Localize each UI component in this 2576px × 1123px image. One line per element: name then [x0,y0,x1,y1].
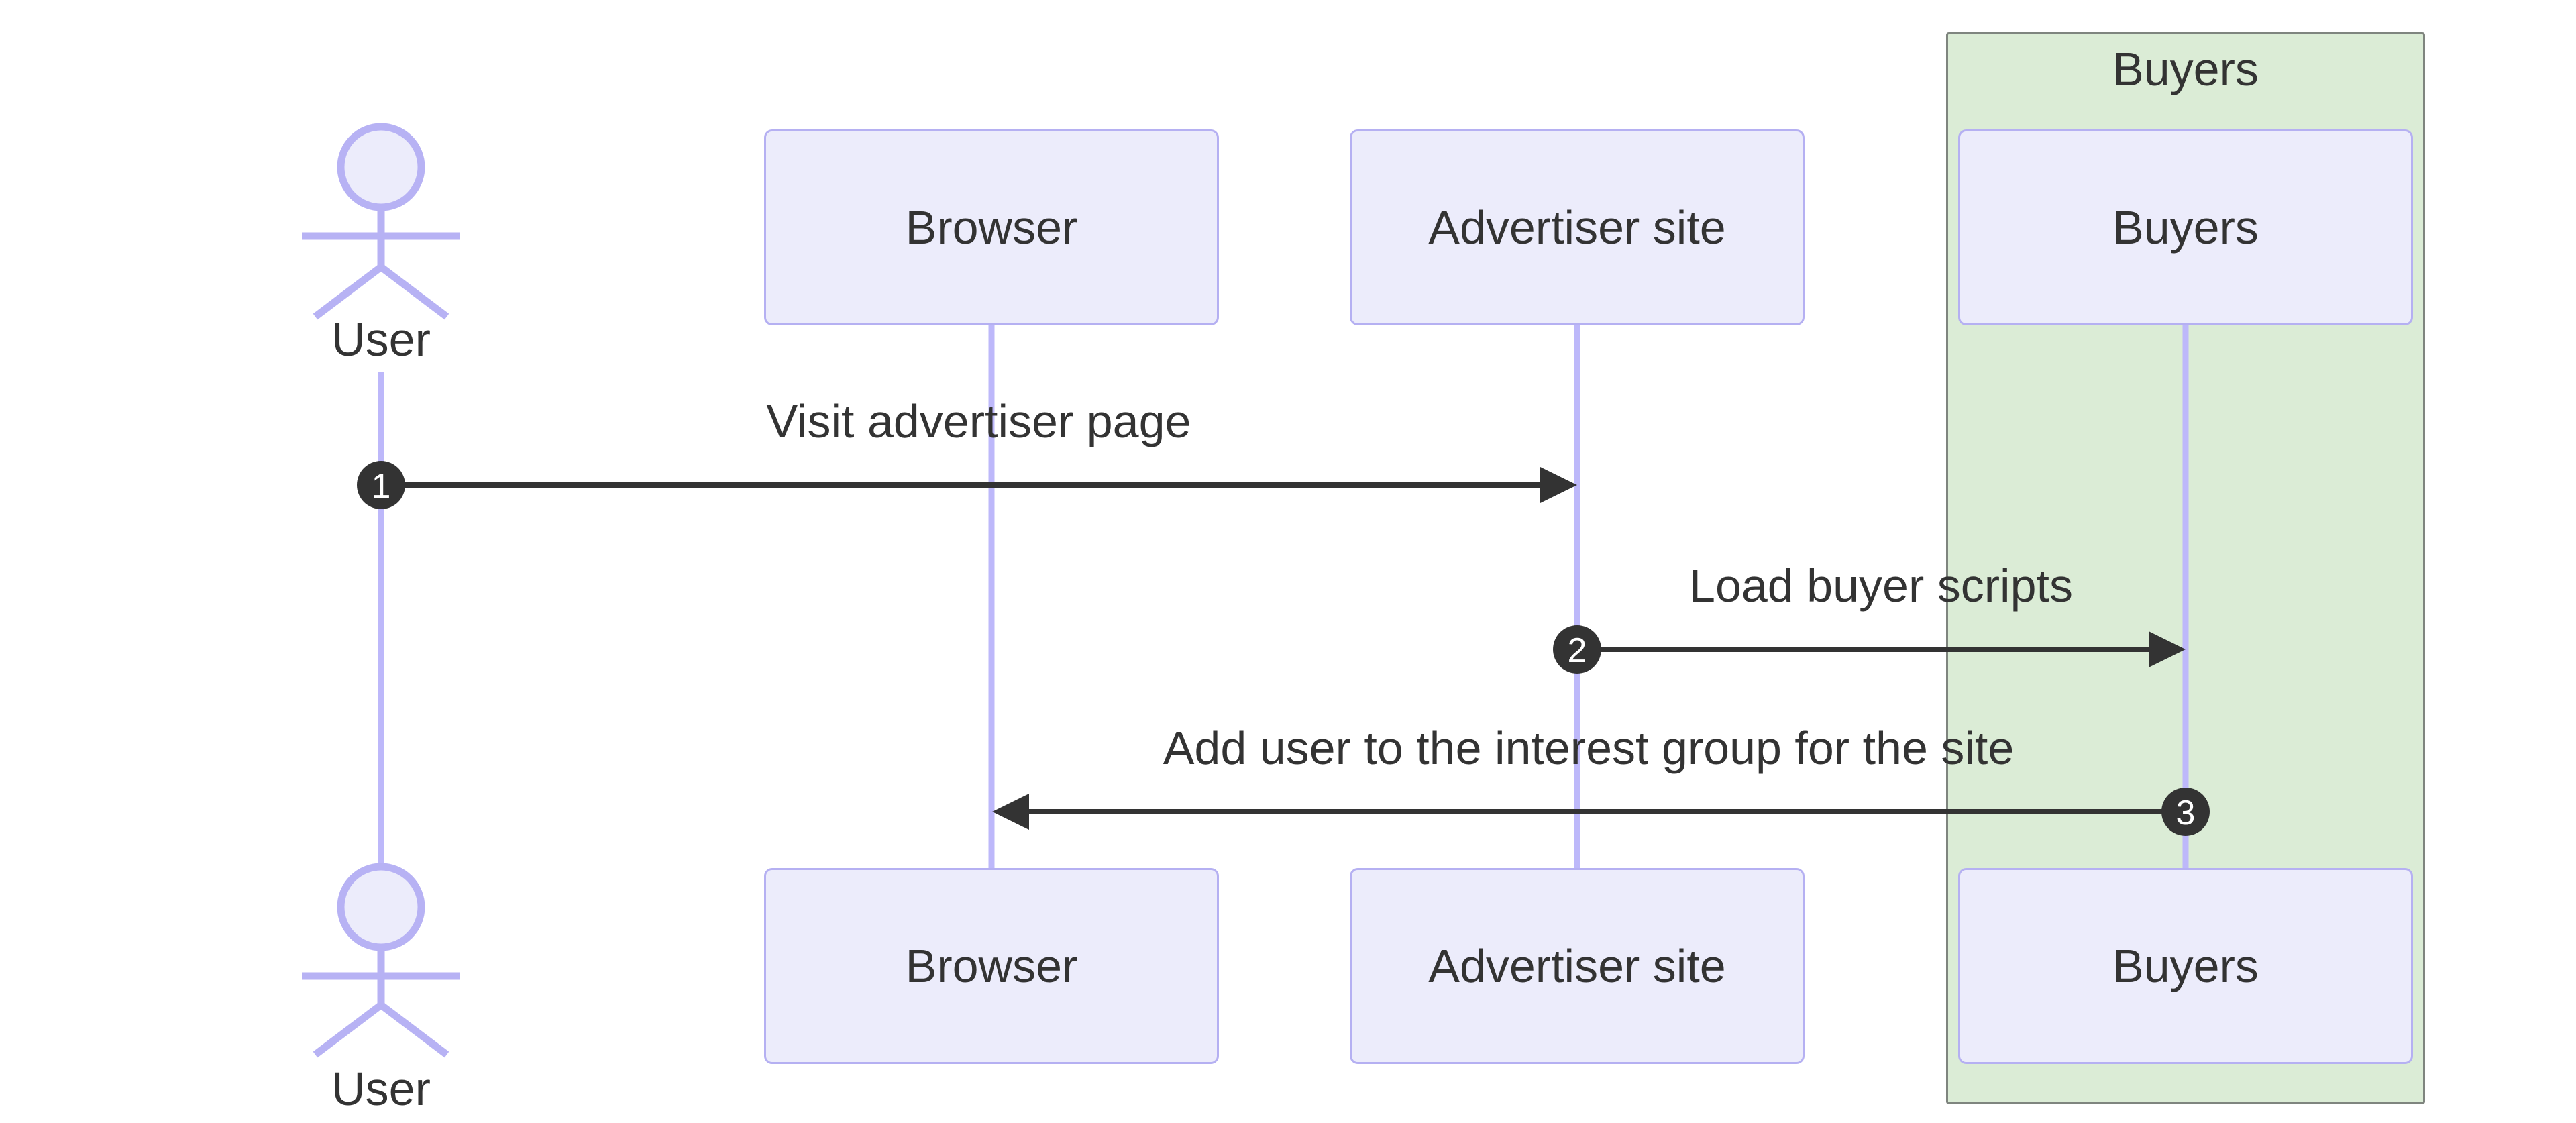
participant-box-buyers-top: Buyers [1958,129,2413,325]
sequence-badge-3-number: 3 [2176,794,2196,833]
buyers-group-title: Buyers [2112,43,2259,95]
message-3-arrowhead [992,794,1029,830]
message-2-label: Load buyer scripts [1689,559,2073,612]
message-1-arrowhead [1540,467,1577,503]
sequence-badge-1: 1 [357,461,405,509]
user-actor-label-bottom: User [331,1063,431,1115]
participant-box-buyers-bottom: Buyers [1958,868,2413,1064]
participant-box-advertiser-top: Advertiser site [1350,129,1805,325]
sequence-badge-2: 2 [1553,625,1601,674]
participant-box-advertiser-bottom: Advertiser site [1350,868,1805,1064]
sequence-badge-3: 3 [2161,788,2210,836]
participant-box-browser-bottom: Browser [764,868,1219,1064]
sequence-badge-2-number: 2 [1568,631,1587,670]
user-actor-label-top: User [331,313,431,366]
user-actor-figure-top [302,123,460,320]
participant-box-browser-top: Browser [764,129,1219,325]
sequence-badge-1-number: 1 [372,467,391,506]
message-1-label: Visit advertiser page [766,395,1191,447]
user-actor-figure-bottom [302,863,460,1058]
message-3-label: Add user to the interest group for the s… [1163,722,2015,774]
message-2-arrowhead [2149,631,2186,667]
